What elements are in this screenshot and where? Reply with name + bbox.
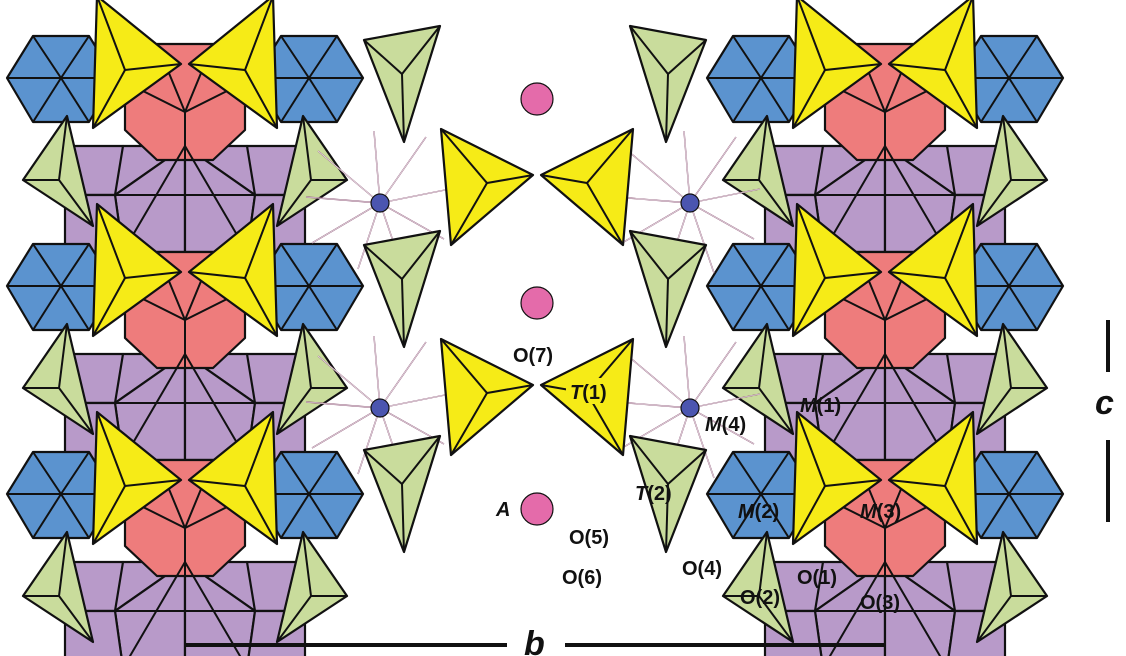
m4-atom xyxy=(680,193,700,213)
label-m3: M(3) xyxy=(860,501,901,523)
axis-c-label: c xyxy=(1095,384,1114,422)
site-labels: O(7) T(1) M(1) M(4) T(2) M(2) M(3) A O(5… xyxy=(495,345,901,614)
label-o5: O(5) xyxy=(569,527,609,549)
t2-tetrahedra-right xyxy=(628,24,708,554)
label-m1: M(1) xyxy=(800,395,841,417)
label-o7: O(7) xyxy=(513,345,553,367)
label-m2: M(2) xyxy=(738,501,779,523)
a-site-atom xyxy=(520,286,554,320)
label-o2: O(2) xyxy=(740,587,780,609)
axis-b: b xyxy=(186,625,886,656)
m4-atom xyxy=(370,193,390,213)
m4-sites xyxy=(305,130,761,479)
axis-b-label: b xyxy=(524,625,545,656)
a-site-atom xyxy=(520,82,554,116)
label-o3: O(3) xyxy=(860,592,900,614)
a-site-atom xyxy=(520,492,554,526)
label-o4: O(4) xyxy=(682,558,722,580)
right-octahedral-ribbon xyxy=(705,0,1065,656)
label-o1: O(1) xyxy=(797,567,837,589)
m4-atom xyxy=(370,398,390,418)
label-t2: T(2) xyxy=(635,483,672,505)
label-m4: M(4) xyxy=(705,414,746,436)
axis-c: c xyxy=(1095,320,1114,522)
label-t1: T(1) xyxy=(570,382,607,404)
label-o6: O(6) xyxy=(562,567,602,589)
label-t1-backdrop xyxy=(566,378,618,404)
label-a-site: A xyxy=(495,499,510,521)
a-sites xyxy=(520,82,554,526)
m4-atom xyxy=(680,398,700,418)
left-octahedral-ribbon xyxy=(5,0,365,656)
t2-tetrahedra-left xyxy=(362,24,442,554)
